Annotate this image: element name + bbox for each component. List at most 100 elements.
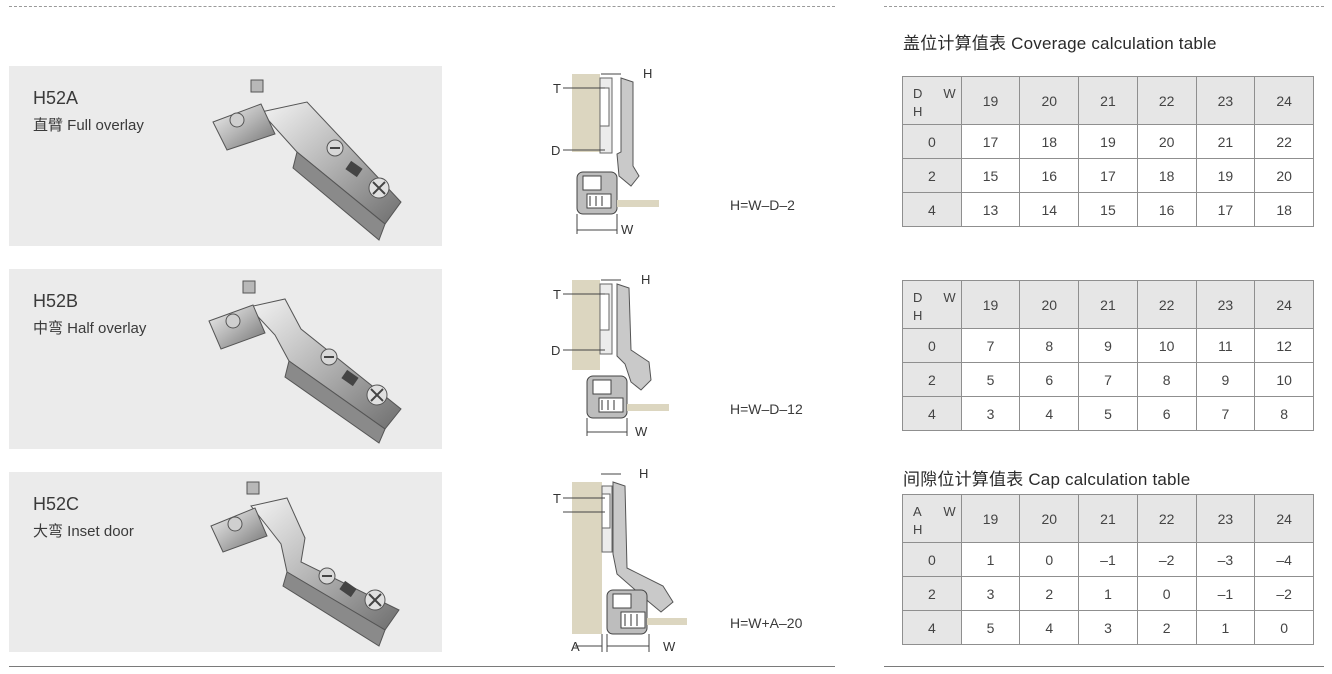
inset-diagram-h52c: T A H W bbox=[553, 468, 687, 654]
label-d: D bbox=[551, 343, 560, 358]
table-cell: 10 bbox=[1136, 328, 1197, 363]
table-cell: 7 bbox=[1195, 396, 1256, 431]
w-header: 19 bbox=[960, 280, 1021, 329]
label-d: D bbox=[551, 143, 560, 158]
formula: H=W–D–12 bbox=[730, 401, 803, 417]
top-dashed-rule-left bbox=[9, 6, 835, 7]
bottom-rule-left bbox=[9, 666, 835, 667]
table-cell: –4 bbox=[1254, 542, 1314, 577]
h-header: 2 bbox=[902, 158, 962, 193]
w-header: 24 bbox=[1254, 494, 1314, 543]
table-cell: 9 bbox=[1195, 362, 1256, 397]
w-header: 22 bbox=[1136, 280, 1197, 329]
label-t: T bbox=[553, 287, 561, 302]
w-header: 24 bbox=[1254, 76, 1314, 125]
hinge-photo-full-crank bbox=[210, 481, 400, 647]
table-cell: 18 bbox=[1136, 158, 1197, 193]
cap-table-title: 间隙位计算值表 Cap calculation table bbox=[903, 470, 1191, 489]
table-cell: 12 bbox=[1254, 328, 1314, 363]
w-header: 23 bbox=[1195, 76, 1256, 125]
table-cell: 16 bbox=[1019, 158, 1080, 193]
table-cell: 7 bbox=[960, 328, 1021, 363]
table-cell: 13 bbox=[960, 192, 1021, 227]
table-cell: 6 bbox=[1136, 396, 1197, 431]
table-cell: 8 bbox=[1254, 396, 1314, 431]
table-cell: 20 bbox=[1254, 158, 1314, 193]
table-cell: 2 bbox=[1019, 576, 1080, 611]
h-header: 0 bbox=[902, 542, 962, 577]
w-header: 23 bbox=[1195, 280, 1256, 329]
table-cell: 22 bbox=[1254, 124, 1314, 159]
top-dashed-rule-right bbox=[884, 6, 1324, 7]
h-header: 4 bbox=[902, 610, 962, 645]
product-card-h52a: H52A 直臂 Full overlay bbox=[9, 66, 442, 246]
table-cell: 16 bbox=[1136, 192, 1197, 227]
table-cell: 18 bbox=[1019, 124, 1080, 159]
table-cell: 8 bbox=[1019, 328, 1080, 363]
table-cell: 6 bbox=[1019, 362, 1080, 397]
h-header: 0 bbox=[902, 124, 962, 159]
label-h: H bbox=[639, 468, 648, 481]
h-header: 2 bbox=[902, 362, 962, 397]
table-cell: 5 bbox=[960, 610, 1021, 645]
label-a: A bbox=[571, 639, 580, 654]
table-cell: 17 bbox=[1078, 158, 1138, 193]
w-header: 20 bbox=[1019, 76, 1080, 125]
table-cell: 3 bbox=[960, 396, 1021, 431]
table-cell: 9 bbox=[1078, 328, 1138, 363]
table-cell: –2 bbox=[1136, 542, 1197, 577]
table-cell: 1 bbox=[1078, 576, 1138, 611]
table-cell: 3 bbox=[1078, 610, 1138, 645]
h-header: 0 bbox=[902, 328, 962, 363]
coverage-table-title: 盖位计算值表 Coverage calculation table bbox=[903, 34, 1217, 53]
w-header: 21 bbox=[1078, 280, 1138, 329]
table-cell: 15 bbox=[1078, 192, 1138, 227]
table-cell: –1 bbox=[1195, 576, 1256, 611]
table-cell: 5 bbox=[1078, 396, 1138, 431]
product-description: 直臂 Full overlay bbox=[33, 117, 144, 134]
table-cell: 18 bbox=[1254, 192, 1314, 227]
table-cell: 15 bbox=[960, 158, 1021, 193]
table-cell: 8 bbox=[1136, 362, 1197, 397]
label-h: H bbox=[643, 66, 652, 81]
label-h: H bbox=[641, 272, 650, 287]
table-cell: 11 bbox=[1195, 328, 1256, 363]
table-cell: 17 bbox=[1195, 192, 1256, 227]
table-cell: 17 bbox=[960, 124, 1021, 159]
w-header: 24 bbox=[1254, 280, 1314, 329]
overlay-diagram-h52b: T D H W bbox=[551, 272, 669, 439]
label-t: T bbox=[553, 81, 561, 96]
table-cell: 2 bbox=[1136, 610, 1197, 645]
h-header: 2 bbox=[902, 576, 962, 611]
product-code: H52C bbox=[33, 494, 80, 514]
table-cell: 20 bbox=[1136, 124, 1197, 159]
table-cell: 19 bbox=[1195, 158, 1256, 193]
bottom-rule-right bbox=[884, 666, 1324, 667]
overlay-diagram-h52a: T D H W bbox=[551, 66, 659, 237]
table-cell: 0 bbox=[1136, 576, 1197, 611]
table-cell: 1 bbox=[960, 542, 1021, 577]
table-cell: –2 bbox=[1254, 576, 1314, 611]
product-code: H52B bbox=[33, 291, 79, 311]
w-header: 22 bbox=[1136, 494, 1197, 543]
w-header: 19 bbox=[960, 76, 1021, 125]
table-cell: –3 bbox=[1195, 542, 1256, 577]
label-t: T bbox=[553, 491, 561, 506]
w-header: 19 bbox=[960, 494, 1021, 543]
h-header: 4 bbox=[902, 396, 962, 431]
w-header: 21 bbox=[1078, 76, 1138, 125]
label-w: W bbox=[621, 222, 634, 237]
formula: H=W+A–20 bbox=[730, 615, 803, 631]
hinge-photo-straight-arm bbox=[212, 79, 402, 241]
